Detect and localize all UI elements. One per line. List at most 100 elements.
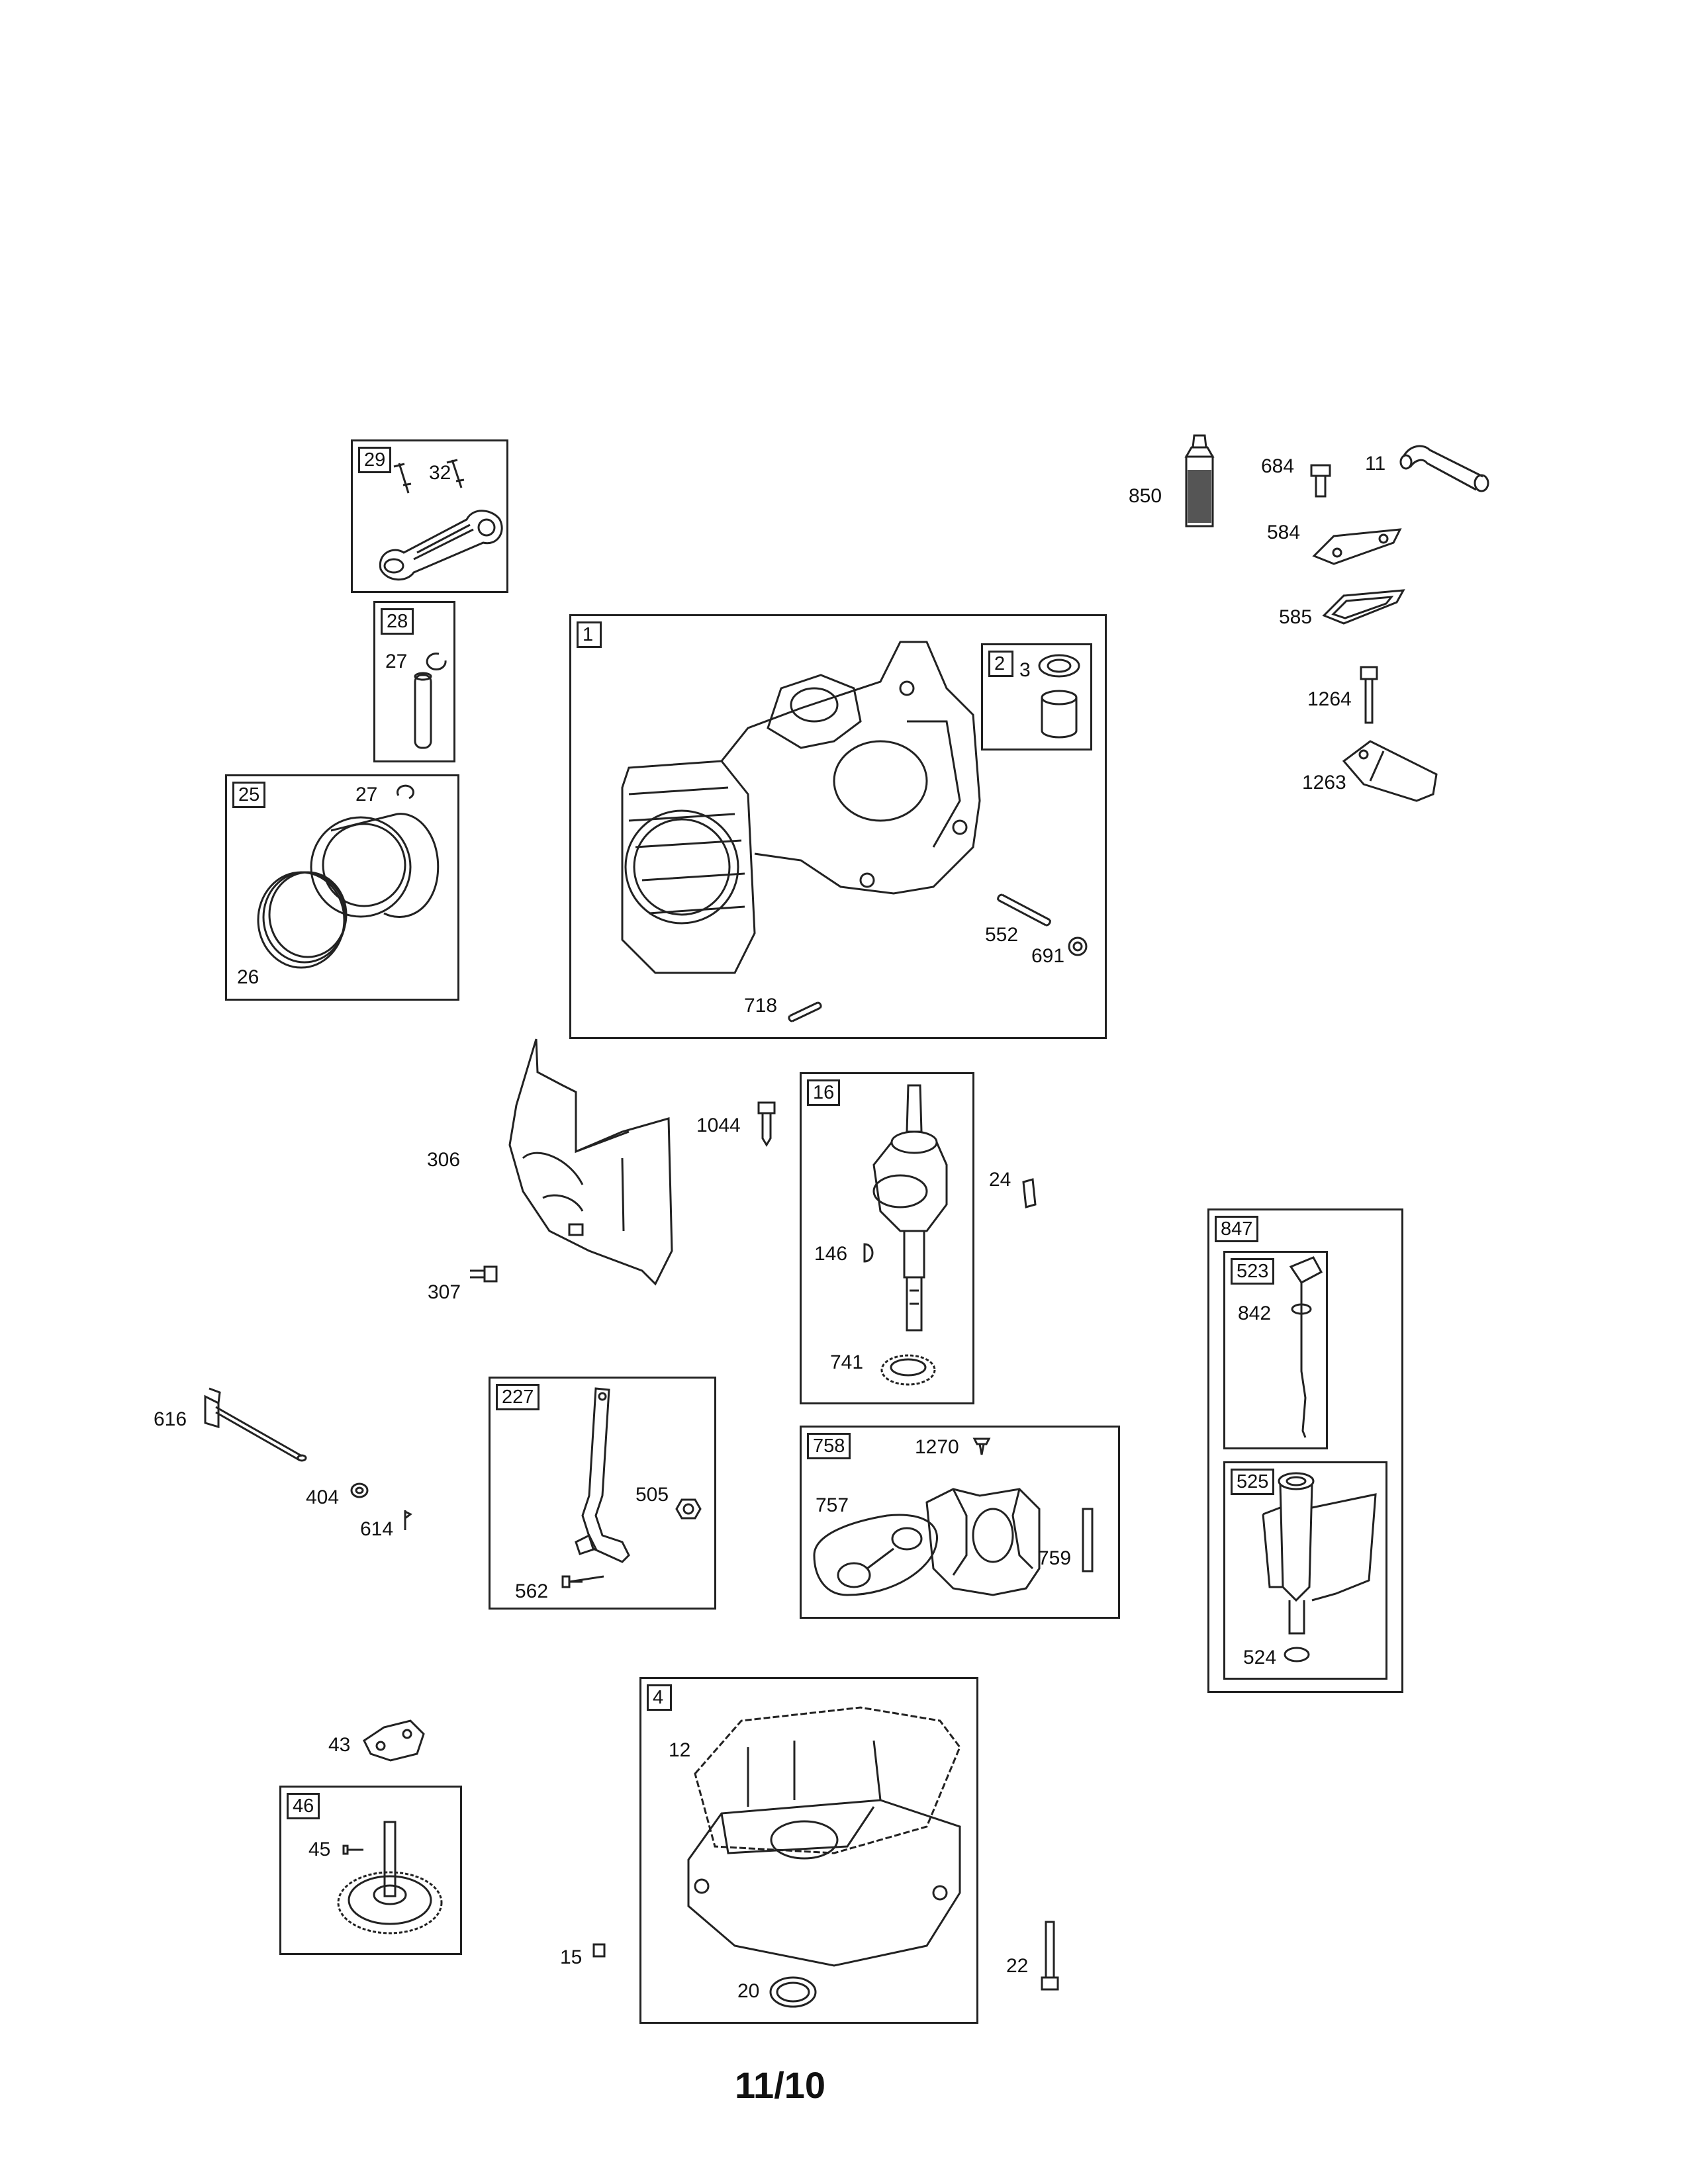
group-2-tag: 2 <box>988 651 1013 677</box>
group-227-box: 227 <box>489 1377 716 1610</box>
governor-bracket-43-part <box>357 1714 430 1767</box>
callout-616: 616 <box>154 1408 187 1430</box>
sump-part <box>662 1694 973 1972</box>
callout-1270: 1270 <box>915 1436 959 1458</box>
group-1-box: 1 <box>569 614 1107 1039</box>
cover-584-part <box>1307 523 1407 569</box>
page-number: 11/10 <box>735 2064 826 2106</box>
group-525-box: 525 <box>1223 1461 1387 1680</box>
screw-22-part <box>1037 1918 1063 1997</box>
screw-1264-part <box>1356 662 1382 728</box>
nut-505-part <box>675 1496 702 1522</box>
callout-850: 850 <box>1129 485 1162 507</box>
key-24-part <box>1019 1178 1039 1211</box>
group-28-box: 28 <box>373 601 455 762</box>
washer-404-part <box>348 1479 371 1502</box>
gasket-585-part <box>1317 582 1410 629</box>
seal-691-part <box>1064 933 1091 960</box>
callout-45: 45 <box>308 1839 331 1860</box>
governor-shaft-616-part <box>196 1383 315 1463</box>
group-1-tag: 1 <box>577 621 602 648</box>
group-25-tag: 25 <box>232 782 266 808</box>
callout-24: 24 <box>989 1169 1011 1191</box>
callout-741: 741 <box>830 1351 864 1373</box>
group-46-box: 46 <box>279 1786 462 1955</box>
screw-1044-part <box>755 1099 778 1149</box>
group-46-tag: 46 <box>287 1793 320 1819</box>
pin-759-part <box>1078 1505 1098 1578</box>
plate-1263-part <box>1337 735 1436 807</box>
pin-614-part <box>401 1508 414 1534</box>
callout-759: 759 <box>1038 1547 1072 1569</box>
group-25-box: 25 <box>225 774 459 1001</box>
breather-tube-11-part <box>1397 437 1496 496</box>
group-523-box: 523 <box>1223 1251 1328 1449</box>
group-29-tag: 29 <box>358 447 392 473</box>
callout-32: 32 <box>429 462 451 484</box>
callout-26: 26 <box>237 966 259 988</box>
group-4-tag: 4 <box>647 1684 672 1711</box>
callout-404: 404 <box>306 1486 340 1508</box>
callout-43: 43 <box>328 1734 351 1756</box>
callout-146: 146 <box>814 1243 848 1265</box>
callout-1044: 1044 <box>696 1115 741 1136</box>
callout-15: 15 <box>560 1946 583 1968</box>
group-525-tag: 525 <box>1231 1469 1275 1495</box>
dipstick-part <box>1282 1252 1325 1444</box>
callout-11: 11 <box>1365 453 1386 475</box>
callout-552: 552 <box>985 924 1019 946</box>
dowel-718-part <box>784 996 824 1023</box>
callout-1263: 1263 <box>1302 772 1346 794</box>
callout-27-upper: 27 <box>385 651 408 672</box>
air-guide-306-part <box>483 1032 682 1297</box>
callout-524: 524 <box>1243 1647 1277 1668</box>
callout-842: 842 <box>1238 1302 1272 1324</box>
governor-lever-part <box>556 1383 662 1595</box>
timing-gear-741-part <box>878 1350 939 1390</box>
callout-505: 505 <box>635 1484 669 1506</box>
plug-15-part <box>590 1940 608 1960</box>
callout-12: 12 <box>669 1739 691 1761</box>
callout-757: 757 <box>816 1494 849 1516</box>
group-4-box: 4 <box>639 1677 978 2024</box>
group-847-tag: 847 <box>1215 1216 1259 1242</box>
cylinder-block-part <box>602 629 986 986</box>
sealant-tube-850-part <box>1180 430 1219 529</box>
callout-3: 3 <box>1019 659 1031 681</box>
callout-584: 584 <box>1267 522 1301 543</box>
screw-1270-part <box>972 1435 992 1459</box>
callout-20: 20 <box>737 1980 760 2002</box>
callout-562: 562 <box>515 1580 549 1602</box>
callout-684: 684 <box>1261 455 1295 477</box>
group-758-tag: 758 <box>807 1433 851 1459</box>
group-523-tag: 523 <box>1231 1258 1275 1285</box>
key-146-part <box>862 1242 878 1264</box>
group-227-tag: 227 <box>496 1384 540 1410</box>
group-758-box: 758 <box>800 1426 1120 1619</box>
group-16-tag: 16 <box>807 1079 841 1106</box>
group-29-box: 29 <box>351 439 508 593</box>
dipstick-tube-part <box>1256 1468 1389 1673</box>
callout-22: 22 <box>1006 1955 1029 1977</box>
group-2-box: 2 <box>981 643 1092 751</box>
oil-seal-20-part <box>767 1972 820 2012</box>
group-28-tag: 28 <box>381 608 414 635</box>
callout-614: 614 <box>360 1518 394 1540</box>
piston-rings-part <box>245 781 457 973</box>
connecting-rod-part <box>374 453 506 586</box>
group-847-box: 847 <box>1207 1208 1403 1693</box>
dowel-pin-552-part <box>993 893 1053 933</box>
bushing-part <box>1033 649 1086 748</box>
callout-27-lower: 27 <box>355 784 378 805</box>
piston-pin-part <box>407 649 453 754</box>
group-16-box: 16 <box>800 1072 974 1404</box>
governor-gear-part <box>334 1817 453 1942</box>
mechanical-cover-757-part <box>808 1476 980 1602</box>
callout-1264: 1264 <box>1307 688 1352 710</box>
callout-691: 691 <box>1031 945 1065 967</box>
bolt-684-part <box>1307 460 1334 500</box>
callout-718: 718 <box>744 995 778 1017</box>
cam-gear-part <box>914 1476 1059 1608</box>
crankshaft-part <box>861 1079 966 1370</box>
